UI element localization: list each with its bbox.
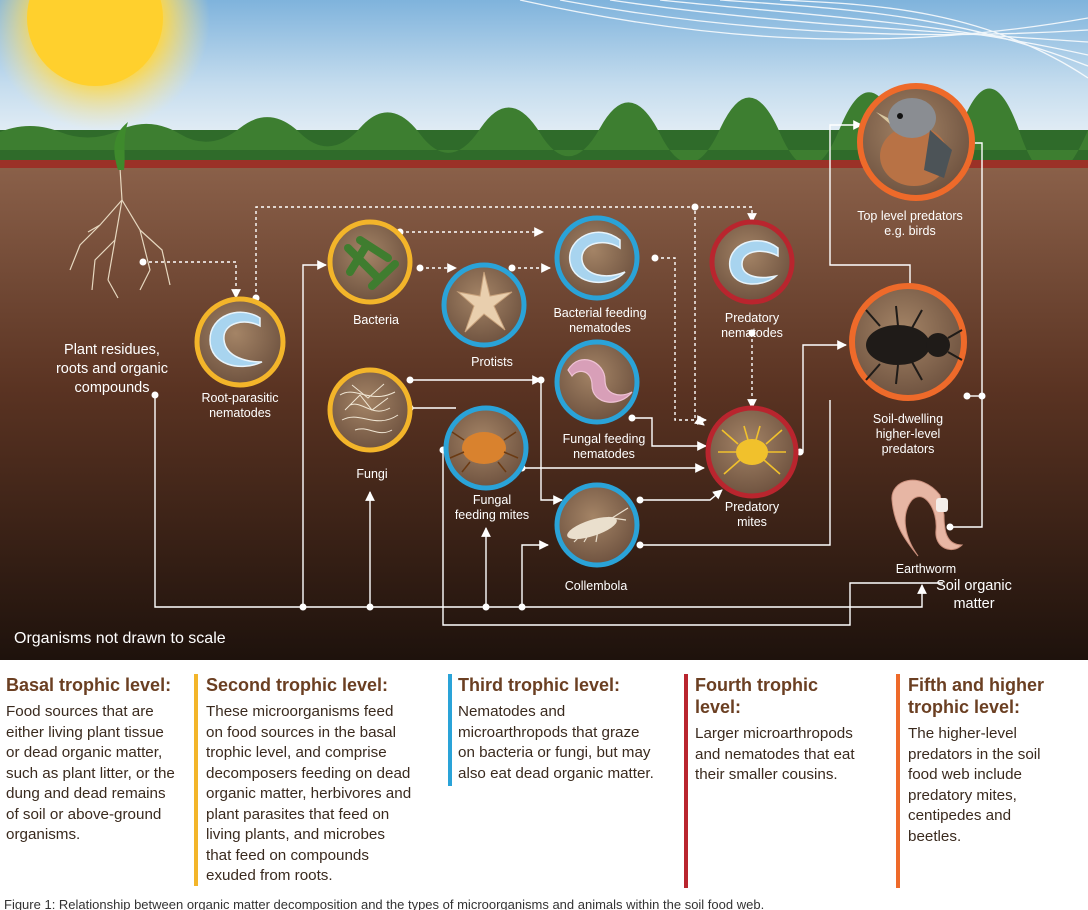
bacterial-feeding-nematodes-node — [554, 215, 640, 301]
protists-node — [441, 262, 527, 348]
predatory-mite-icon — [718, 425, 786, 475]
protists-label: Protists — [471, 355, 513, 369]
predatory-mites-node — [705, 405, 799, 499]
protist-icon — [456, 271, 513, 333]
fifth-level-bar — [896, 674, 900, 888]
fungi-node — [327, 367, 413, 453]
fungi-label: Fungi — [356, 467, 387, 481]
nematode-icon — [569, 231, 626, 284]
second-level-title: Second trophic level: — [206, 675, 389, 695]
third-level-bar — [448, 674, 452, 786]
beetle-icon — [865, 305, 963, 385]
bacteria-label: Bacteria — [353, 313, 399, 327]
collembola-label: Collembola — [565, 579, 628, 593]
mite-icon — [449, 431, 519, 473]
second-level-bar — [194, 674, 198, 886]
root-parasitic-nematodes-node — [194, 296, 286, 388]
bacteria-node — [327, 219, 413, 305]
collembola-icon — [567, 507, 629, 543]
figure-caption: Figure 1: Relationship between organic m… — [4, 897, 765, 910]
fungi-hyphae-icon — [339, 383, 399, 434]
second-level-column: Second trophic level: These microorganis… — [206, 674, 446, 887]
earthworm-label: Earthworm — [896, 562, 956, 576]
nematode-icon — [209, 311, 263, 368]
scale-note: Organisms not drawn to scale — [14, 630, 226, 647]
nematode-icon — [567, 359, 633, 403]
bacteria-icon — [344, 236, 399, 290]
bird-icon — [876, 98, 952, 186]
predatory-nematodes-node — [709, 219, 795, 305]
fungal-feeding-nematodes-node — [554, 339, 640, 425]
basal-level-column: Basal trophic level: Food sources that a… — [6, 674, 192, 846]
plant-leaf-icon — [114, 122, 128, 170]
fourth-level-bar — [684, 674, 688, 888]
trophic-levels-legend: Basal trophic level: Food sources that a… — [0, 664, 1088, 904]
soil — [0, 168, 1088, 660]
earthworm-icon — [891, 479, 964, 557]
collembola-node — [554, 482, 640, 568]
fungal-feeding-mites-node — [443, 405, 529, 491]
soil-predators-node — [849, 283, 967, 401]
plant-roots-icon — [69, 167, 171, 299]
nematode-icon — [729, 239, 779, 285]
top-predators-node — [857, 83, 975, 201]
third-level-title: Third trophic level: — [458, 675, 621, 695]
basal-level-title: Basal trophic level: — [6, 675, 172, 695]
wind-lines — [519, 0, 1088, 79]
